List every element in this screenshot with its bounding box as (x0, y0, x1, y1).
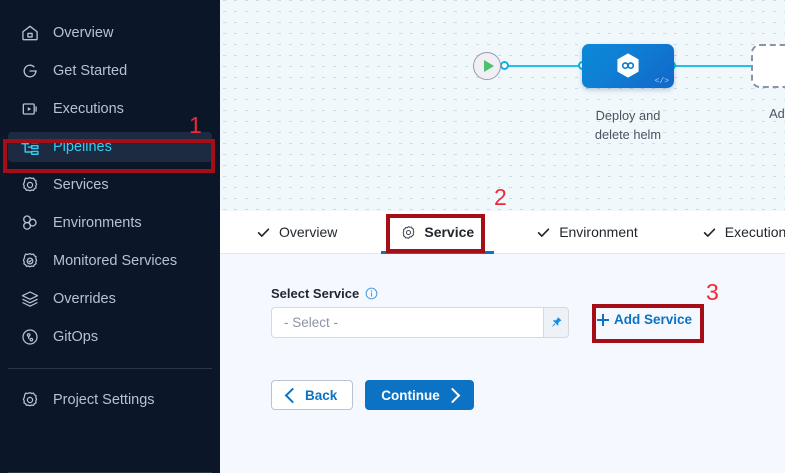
sidebar-item-label: Overrides (53, 290, 116, 307)
rocket-circle-icon (20, 61, 40, 81)
stage-tabs: Overview Service Environment Exec (220, 211, 785, 254)
play-box-icon (20, 99, 40, 119)
select-service-label: Select Service (271, 286, 360, 301)
start-node-port[interactable] (500, 61, 509, 70)
sidebar-item-monitored-services[interactable]: Monitored Services (8, 246, 212, 276)
main-area: </> Deploy and delete helm Add Stage (220, 0, 785, 473)
tab-label: Environment (559, 224, 638, 240)
stage-label: Deploy and delete helm (553, 106, 703, 144)
tab-label: Service (424, 224, 475, 240)
service-form-panel (220, 254, 785, 473)
gitops-icon (20, 327, 40, 347)
code-icon: </> (654, 77, 669, 86)
start-node[interactable] (473, 52, 501, 80)
chevron-right-icon (444, 387, 461, 403)
stage-label-line2: delete helm (594, 127, 662, 142)
sidebar-item-services[interactable]: Services (8, 170, 212, 200)
form-actions: Back Continue (271, 380, 474, 410)
sidebar-item-label: Project Settings (53, 391, 155, 408)
sidebar-divider (8, 368, 212, 369)
pipeline-canvas-inner: </> Deploy and delete helm Add Stage (220, 0, 785, 211)
gear-icon (20, 175, 40, 195)
add-service-button[interactable]: Add Service (597, 312, 692, 327)
sidebar-item-label: Executions (53, 100, 124, 117)
sidebar-item-project-settings[interactable]: Project Settings (8, 385, 212, 415)
stage-label-line1: Deploy and (595, 108, 661, 123)
sidebar-item-label: Pipelines (53, 138, 112, 155)
sidebar-item-label: GitOps (53, 328, 99, 345)
sidebar-item-label: Get Started (53, 62, 128, 79)
environments-icon (20, 213, 40, 233)
select-service-placeholder: - Select - (284, 315, 339, 330)
pipeline-canvas[interactable]: </> Deploy and delete helm Add Stage (220, 0, 785, 211)
sidebar: Overview Get Started Executions (0, 0, 220, 473)
check-icon (257, 227, 270, 237)
sidebar-item-label: Services (53, 176, 109, 193)
connector-start-to-stage (504, 65, 586, 67)
sidebar-item-pipelines[interactable]: Pipelines (8, 132, 212, 162)
tab-overview[interactable]: Overview (246, 211, 347, 253)
gear-icon (20, 390, 40, 410)
tab-environment[interactable]: Environment (526, 211, 648, 253)
select-service-input[interactable]: - Select - (271, 307, 543, 338)
add-stage-label: Add Stage (769, 106, 785, 121)
gear-icon (402, 225, 415, 239)
add-service-label: Add Service (614, 312, 693, 327)
sidebar-item-overview[interactable]: Overview (8, 18, 212, 48)
back-button-label: Back (305, 387, 338, 403)
check-icon (537, 227, 550, 237)
sidebar-item-environments[interactable]: Environments (8, 208, 212, 238)
sidebar-item-label: Monitored Services (53, 252, 178, 269)
pin-service-button[interactable] (543, 307, 569, 338)
select-service-control: - Select - (271, 307, 569, 338)
tab-label: Overview (279, 224, 338, 240)
home-icon (20, 23, 40, 43)
tab-execution[interactable]: Execution (692, 211, 785, 253)
pin-icon (550, 317, 561, 328)
sidebar-item-gitops[interactable]: GitOps (8, 322, 212, 352)
play-icon (483, 60, 494, 72)
sidebar-footer (0, 456, 220, 473)
sidebar-item-get-started[interactable]: Get Started (8, 56, 212, 86)
chevron-left-icon (284, 387, 301, 403)
sidebar-item-overrides[interactable]: Overrides (8, 284, 212, 314)
layers-icon (20, 289, 40, 309)
info-icon[interactable] (365, 287, 378, 300)
continue-button[interactable]: Continue (365, 380, 474, 410)
tab-service[interactable]: Service (381, 211, 494, 254)
add-stage-button[interactable] (751, 44, 785, 88)
back-button[interactable]: Back (271, 380, 354, 410)
plus-icon (597, 313, 609, 326)
select-service-label-row: Select Service (271, 286, 378, 301)
gear-check-icon (20, 251, 40, 271)
tab-label: Execution (724, 224, 785, 240)
sidebar-item-label: Overview (53, 24, 114, 41)
connector-stage-to-addstage (670, 65, 756, 67)
check-icon (703, 227, 715, 237)
pipeline-stage-node[interactable]: </> (582, 44, 674, 88)
sidebar-item-label: Environments (53, 214, 142, 231)
pipeline-icon (20, 137, 40, 157)
continue-button-label: Continue (381, 387, 440, 403)
sidebar-item-executions[interactable]: Executions (8, 94, 212, 124)
helm-hexagon-icon (617, 53, 639, 78)
